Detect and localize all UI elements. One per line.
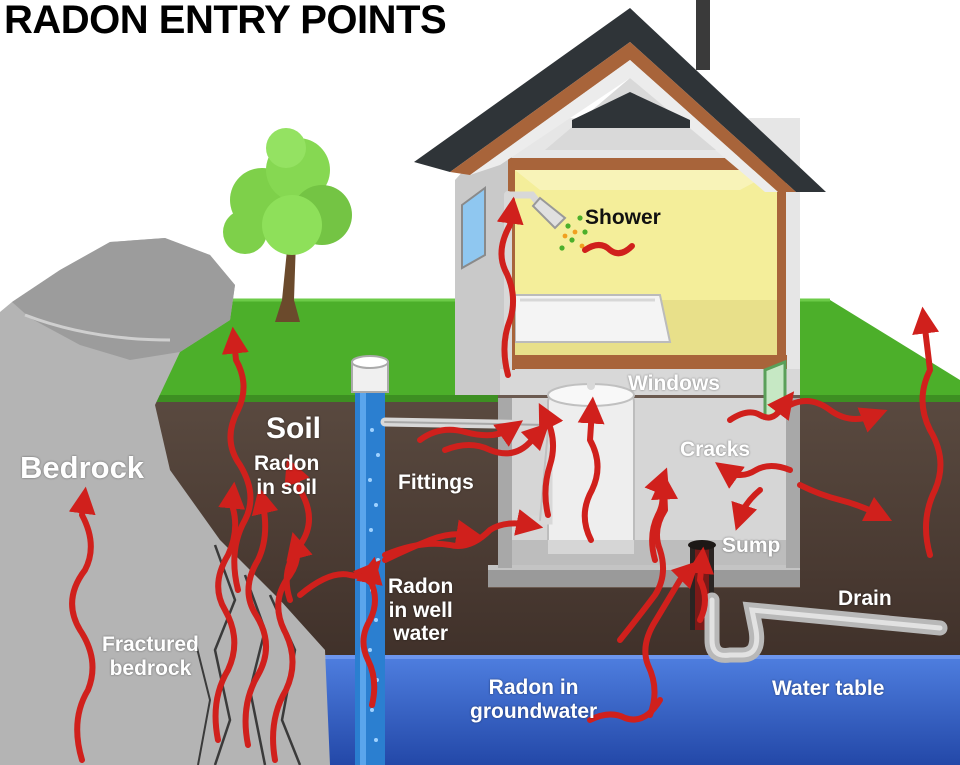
label-radon-in-groundwater-line1: Radon in [488, 676, 579, 699]
shower-drops [559, 215, 588, 251]
label-fractured-bedrock-line1: Fractured [102, 633, 199, 656]
label-radon-in-groundwater: Radon in groundwater [470, 676, 597, 723]
label-fractured-bedrock: Fractured bedrock [102, 633, 199, 680]
label-radon-in-soil-line1: Radon [254, 452, 320, 475]
label-radon-in-well-water-line1: Radon [388, 575, 454, 598]
label-fittings: Fittings [398, 471, 474, 494]
label-water-table: Water table [772, 677, 885, 700]
label-windows: Windows [628, 372, 720, 395]
label-shower: Shower [585, 206, 661, 229]
label-radon-in-well-water-line2: in well [388, 598, 453, 622]
label-radon-in-soil-line2: in soil [256, 475, 317, 499]
label-drain: Drain [838, 587, 892, 610]
roof [414, 0, 826, 192]
shower-head [531, 196, 567, 230]
label-radon-in-well-water: Radon in well water [388, 575, 453, 646]
label-sump: Sump [722, 534, 781, 557]
house [455, 118, 800, 395]
label-soil: Soil [266, 412, 322, 445]
radon-arrows [68, 196, 944, 763]
label-bedrock: Bedrock [20, 450, 145, 485]
drain-pipe [704, 592, 948, 663]
label-fractured-bedrock-line2: bedrock [109, 656, 192, 680]
label-cracks: Cracks [680, 438, 751, 461]
diagram-title: RADON ENTRY POINTS [4, 0, 447, 42]
label-radon-in-well-water-line3: water [393, 622, 449, 646]
label-radon-in-groundwater-line2: groundwater [470, 699, 598, 723]
tree [223, 128, 352, 322]
label-radon-in-soil: Radon in soil [254, 452, 319, 499]
